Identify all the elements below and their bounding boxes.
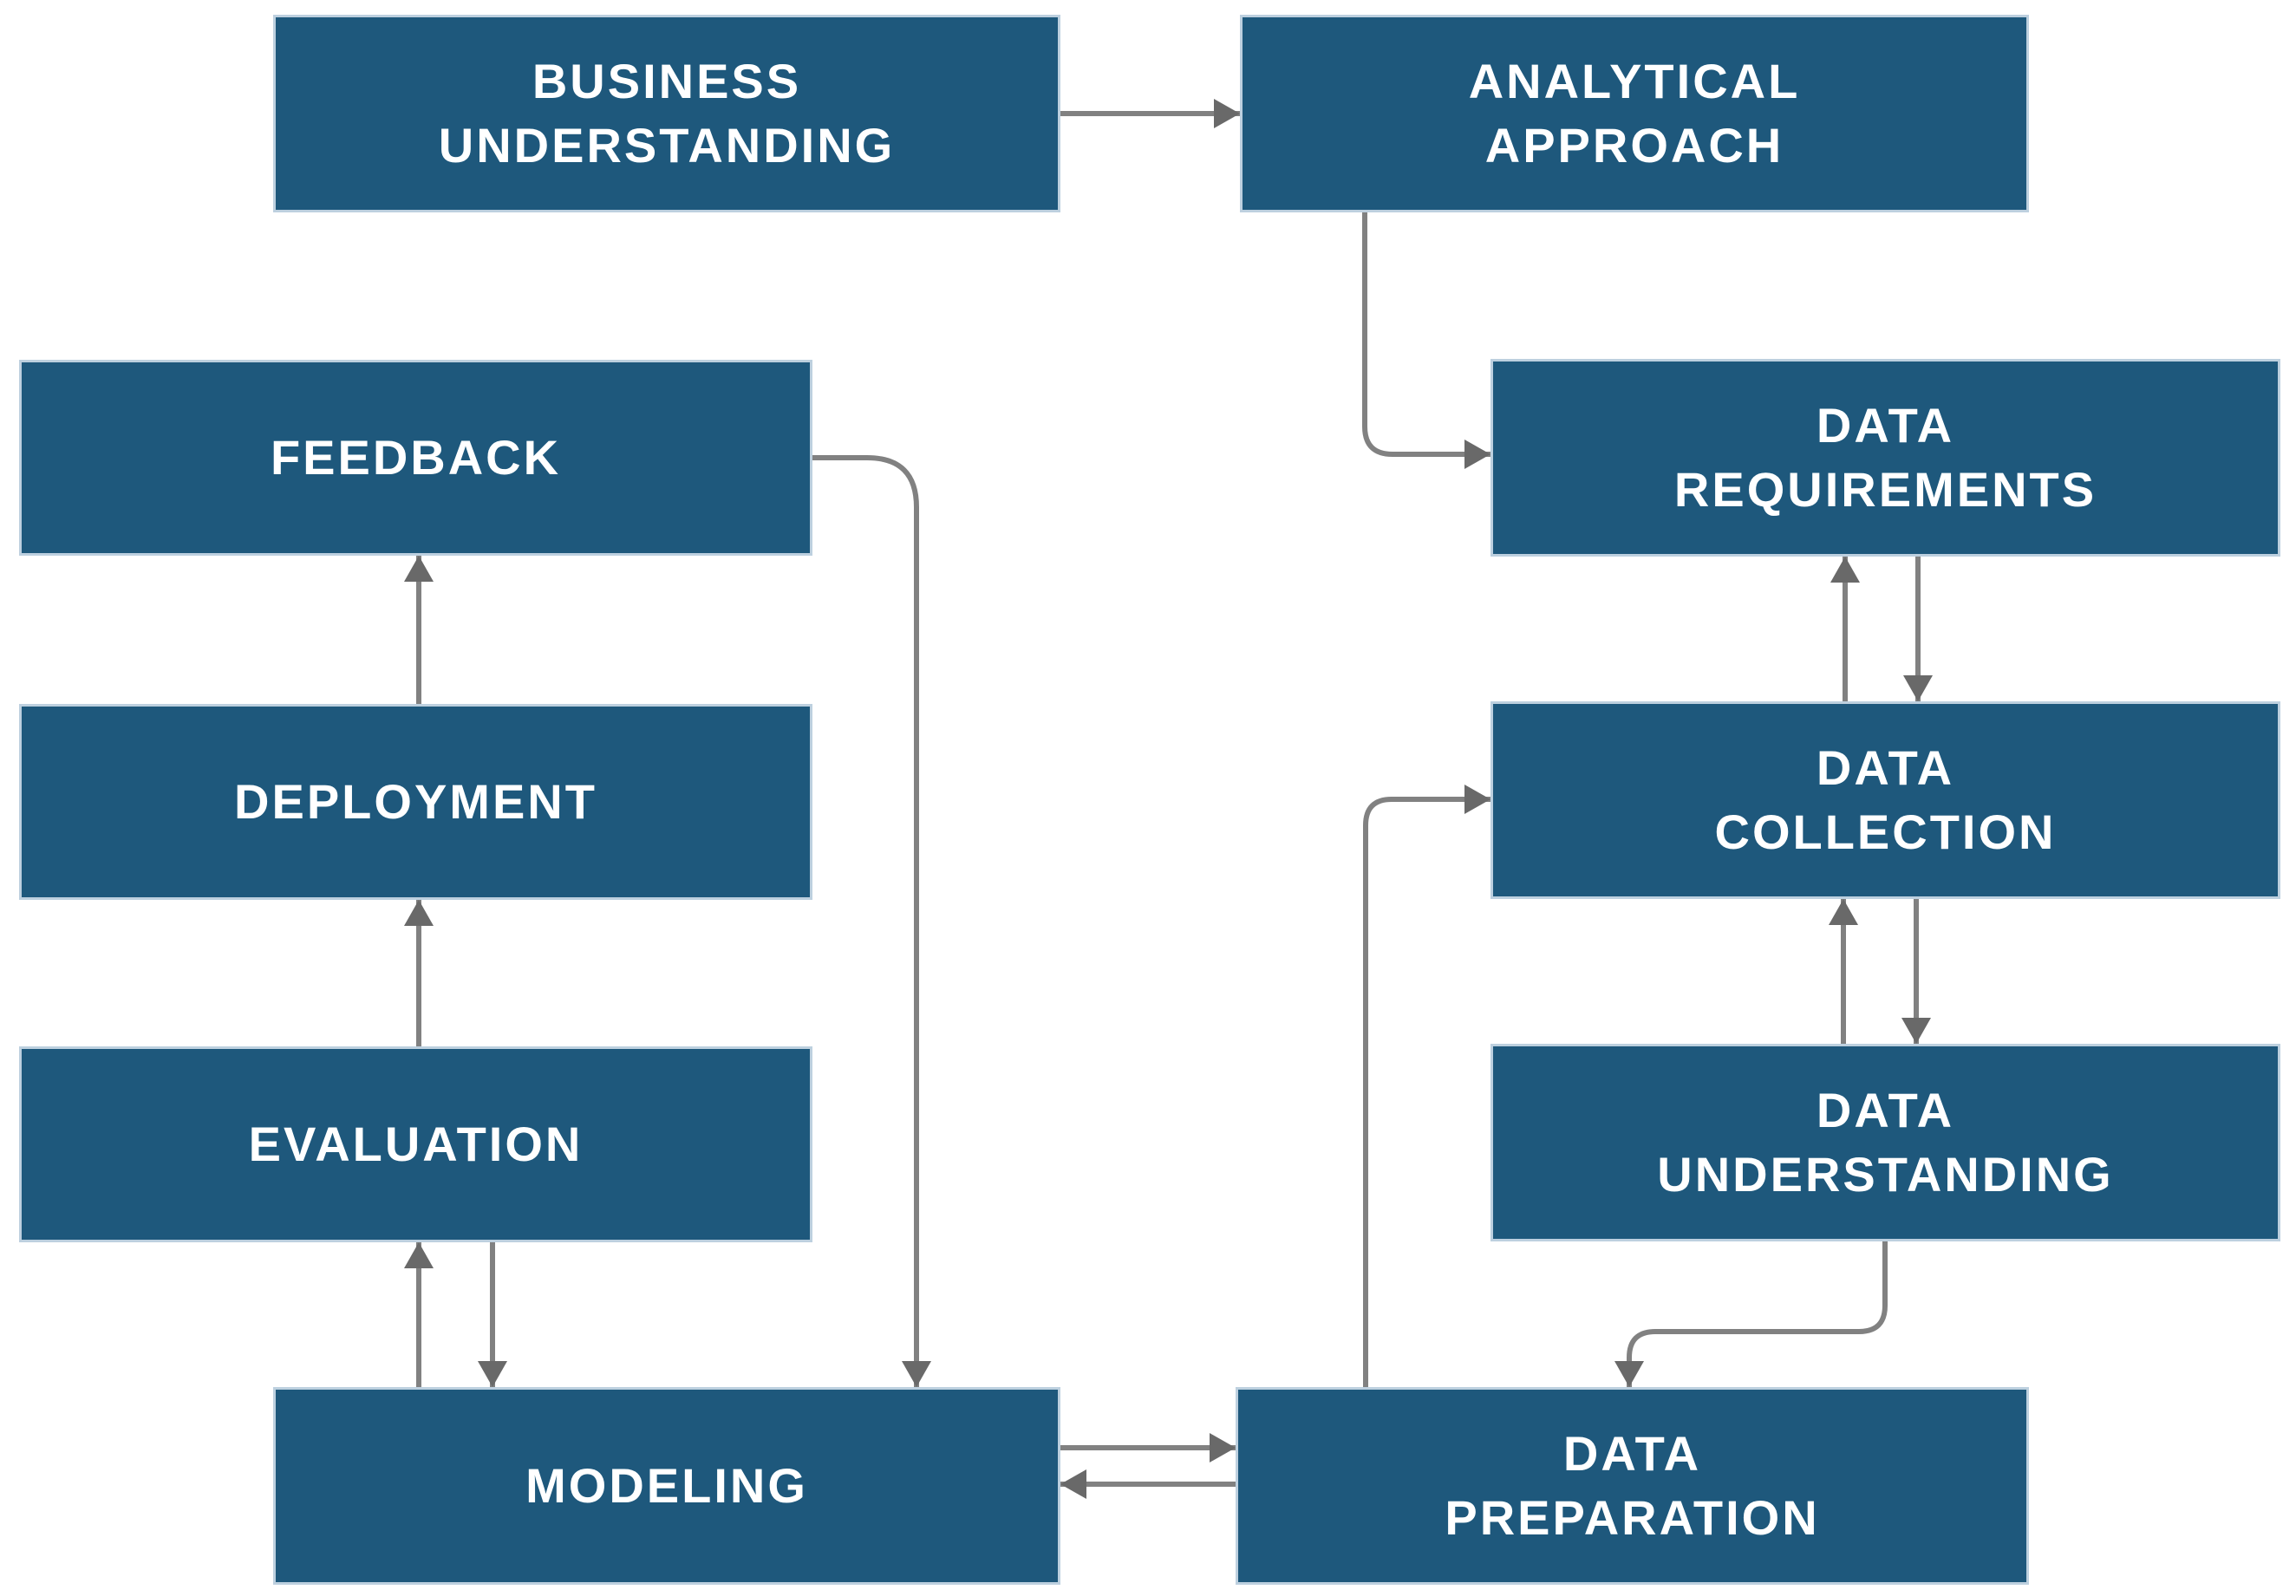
- node-label: DATA UNDERSTANDING: [1657, 1083, 2114, 1202]
- node-data-requirements: DATA REQUIREMENTS: [1490, 359, 2280, 557]
- edge-analytical-approach-to-data-requirements: [1362, 212, 1490, 469]
- edge-data-preparation-to-data-collection: [1363, 785, 1490, 1387]
- node-label: ANALYTICAL APPROACH: [1468, 54, 1801, 173]
- node-label: FEEDBACK: [270, 430, 562, 485]
- node-label: MODELING: [525, 1458, 808, 1514]
- edge-feedback-to-modeling: [812, 455, 931, 1387]
- edge-data-understanding-to-data-preparation: [1614, 1241, 1888, 1387]
- node-label: EVALUATION: [248, 1117, 584, 1172]
- node-analytical-approach: ANALYTICAL APPROACH: [1240, 15, 2029, 212]
- node-label: DATA PREPARATION: [1445, 1426, 1820, 1545]
- node-deployment: DEPLOYMENT: [19, 704, 812, 900]
- node-feedback: FEEDBACK: [19, 360, 812, 556]
- node-data-preparation: DATA PREPARATION: [1236, 1387, 2029, 1585]
- node-label: DATA COLLECTION: [1714, 740, 2057, 859]
- node-data-collection: DATA COLLECTION: [1490, 701, 2280, 899]
- node-evaluation: EVALUATION: [19, 1046, 812, 1242]
- node-label: DEPLOYMENT: [234, 774, 597, 830]
- node-modeling: MODELING: [273, 1387, 1060, 1585]
- node-business-understanding: BUSINESS UNDERSTANDING: [273, 15, 1060, 212]
- node-label: DATA REQUIREMENTS: [1673, 398, 2097, 517]
- node-data-understanding: DATA UNDERSTANDING: [1490, 1044, 2280, 1241]
- node-label: BUSINESS UNDERSTANDING: [438, 54, 896, 173]
